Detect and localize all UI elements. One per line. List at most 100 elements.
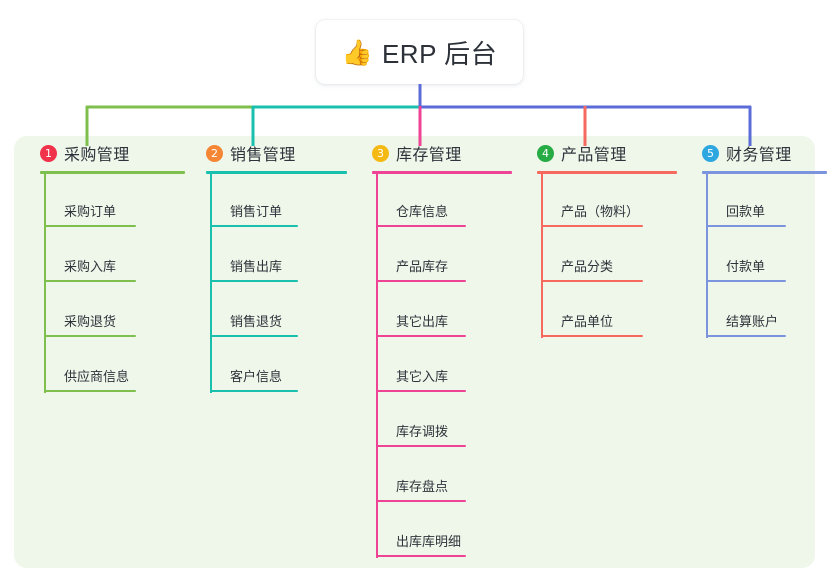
branch-items: 回款单付款单结算账户 — [692, 174, 822, 339]
branch-item[interactable]: 采购订单 — [30, 174, 180, 229]
branch-item[interactable]: 结算账户 — [692, 284, 822, 339]
branch-header-4[interactable]: 4 产品管理 — [527, 140, 672, 166]
branch-number-badge: 5 — [702, 144, 719, 162]
branch-items: 产品（物料） 产品分类产品单位 — [527, 174, 672, 339]
branch-item-label: 产品单位 — [561, 314, 614, 329]
branch-item[interactable]: 其它出库 — [362, 284, 507, 339]
branch-item-label: 库存盘点 — [396, 479, 449, 494]
branch-item[interactable]: 其它入库 — [362, 339, 507, 394]
branch-item-label: 付款单 — [726, 259, 766, 274]
branch-item-label: 销售出库 — [230, 259, 283, 274]
branch-number-badge: 4 — [537, 144, 554, 162]
branch-item-label: 结算账户 — [726, 314, 779, 329]
branch-item-underline — [541, 335, 643, 337]
branch-item-label: 产品（物料） — [561, 204, 640, 219]
branch-item[interactable]: 出库库明细 — [362, 504, 507, 559]
branch-item[interactable]: 供应商信息 — [30, 339, 180, 394]
branch-trunk-line — [541, 174, 543, 338]
thumbs-up-icon: 👍 — [341, 37, 373, 67]
branch-column-4: 4 产品管理产品（物料） 产品分类产品单位 — [527, 140, 677, 339]
branch-item-underline — [44, 225, 136, 227]
branch-item-label: 其它入库 — [396, 369, 449, 384]
branch-column-3: 3 库存管理仓库信息产品库存其它出库其它入库库存调拨库存盘点出库库明细 — [362, 140, 512, 559]
branch-underline — [702, 171, 827, 174]
branches-panel — [14, 136, 815, 568]
branch-item-underline — [376, 500, 466, 502]
branch-item-underline — [541, 225, 643, 227]
branch-item-label: 库存调拨 — [396, 424, 449, 439]
branch-item-underline — [706, 335, 786, 337]
branch-item-underline — [210, 335, 298, 337]
branch-item[interactable]: 产品单位 — [527, 284, 672, 339]
branch-trunk-line — [210, 174, 212, 393]
branch-item-label: 其它出库 — [396, 314, 449, 329]
branch-item-label: 回款单 — [726, 204, 766, 219]
branch-item-underline — [376, 555, 466, 557]
branch-item-label: 采购入库 — [64, 259, 117, 274]
branch-item[interactable]: 采购退货 — [30, 284, 180, 339]
branch-items: 销售订单销售出库销售退货客户信息 — [196, 174, 342, 394]
branch-trunk-line — [706, 174, 708, 338]
branch-title: 销售管理 — [230, 147, 296, 164]
branch-item-label: 仓库信息 — [396, 204, 449, 219]
branch-item-label: 客户信息 — [230, 369, 283, 384]
branch-items: 仓库信息产品库存其它出库其它入库库存调拨库存盘点出库库明细 — [362, 174, 507, 559]
branch-item[interactable]: 仓库信息 — [362, 174, 507, 229]
branch-header-2[interactable]: 2 销售管理 — [196, 140, 342, 166]
branch-item-label: 供应商信息 — [64, 369, 130, 384]
branch-header-3[interactable]: 3 库存管理 — [362, 140, 507, 166]
branch-number-badge: 1 — [40, 144, 57, 162]
branch-item-underline — [44, 335, 136, 337]
branch-title: 产品管理 — [561, 147, 627, 164]
branch-number-badge: 3 — [372, 144, 389, 162]
branch-header-5[interactable]: 5 财务管理 — [692, 140, 822, 166]
root-node-content: 👍 ERP 后台 — [342, 34, 497, 71]
branch-item-underline — [376, 225, 466, 227]
branch-item[interactable]: 付款单 — [692, 229, 822, 284]
branch-item-label: 产品分类 — [561, 259, 614, 274]
branch-item-label: 采购订单 — [64, 204, 117, 219]
branch-item-underline — [706, 280, 786, 282]
branch-item-label: 销售退货 — [230, 314, 283, 329]
branch-item-underline — [44, 280, 136, 282]
root-title: ERP 后台 — [381, 38, 498, 69]
branch-underline — [537, 171, 677, 174]
branch-item-underline — [541, 280, 643, 282]
branch-item[interactable]: 回款单 — [692, 174, 822, 229]
branch-item-label: 出库库明细 — [396, 534, 462, 549]
branch-title: 库存管理 — [396, 147, 462, 164]
branch-trunk-line — [44, 174, 46, 393]
branch-item-underline — [210, 280, 298, 282]
branch-item-underline — [210, 225, 298, 227]
branch-item[interactable]: 库存调拨 — [362, 394, 507, 449]
branch-item[interactable]: 采购入库 — [30, 229, 180, 284]
branch-item[interactable]: 产品（物料） — [527, 174, 672, 229]
branch-item[interactable]: 销售订单 — [196, 174, 342, 229]
branch-item[interactable]: 销售出库 — [196, 229, 342, 284]
branch-item[interactable]: 库存盘点 — [362, 449, 507, 504]
branch-item[interactable]: 产品库存 — [362, 229, 507, 284]
branch-item-label: 产品库存 — [396, 259, 449, 274]
branch-item-underline — [706, 225, 786, 227]
branch-item-underline — [376, 445, 466, 447]
branch-underline — [206, 171, 347, 174]
branch-item-underline — [376, 390, 466, 392]
branch-item[interactable]: 产品分类 — [527, 229, 672, 284]
branch-number-badge: 2 — [206, 144, 223, 162]
branch-underline — [372, 171, 512, 174]
branch-item-underline — [376, 335, 466, 337]
branch-item[interactable]: 客户信息 — [196, 339, 342, 394]
branch-column-2: 2 销售管理销售订单销售出库销售退货客户信息 — [196, 140, 347, 394]
branch-item-underline — [44, 390, 136, 392]
branch-item[interactable]: 销售退货 — [196, 284, 342, 339]
branch-trunk-line — [376, 174, 378, 558]
branch-underline — [40, 171, 185, 174]
root-node[interactable]: 👍 ERP 后台 — [316, 20, 523, 84]
branch-column-5: 5 财务管理回款单付款单结算账户 — [692, 140, 827, 339]
branch-item-underline — [210, 390, 298, 392]
branch-items: 采购订单采购入库采购退货供应商信息 — [30, 174, 180, 394]
branch-title: 财务管理 — [726, 147, 792, 164]
